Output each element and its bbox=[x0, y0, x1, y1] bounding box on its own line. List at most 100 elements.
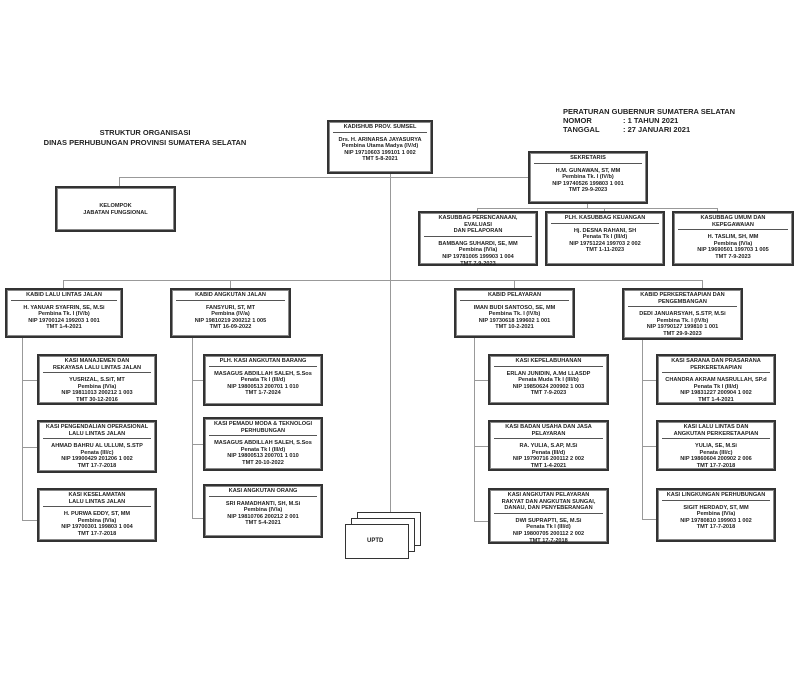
official-rank: Pembina Tk. I (IV/b) bbox=[38, 311, 90, 318]
official-rank: Pembina Utama Madya (IV/d) bbox=[341, 143, 419, 150]
position-title-line: LALU LINTAS JALAN bbox=[68, 498, 126, 505]
position-title-line: SEKRETARIS bbox=[570, 155, 606, 161]
official-rank: Pembina Tk. I (IV/b) bbox=[488, 311, 541, 318]
tanggal-label: TANGGAL bbox=[563, 125, 600, 134]
position-title-line: LALU LINTAS JALAN bbox=[68, 430, 126, 437]
position-title-line: KASI ANGKUTAN ORANG bbox=[228, 488, 298, 494]
official-nip: NIP 19690501 199703 1 005 bbox=[697, 247, 769, 254]
position-title: KADISHUB PROV. SUMSEL bbox=[333, 122, 427, 133]
official-tmt: TMT 29-9-2023 bbox=[663, 330, 702, 337]
position-title: KABID ANGKUTAN JALAN bbox=[176, 290, 285, 301]
official-rank: Pembina Tk. I (IV/b) bbox=[562, 174, 614, 181]
official-rank: Pembina (IV/a) bbox=[77, 517, 117, 524]
official-nip: NIP 19800513 200701 1 010 bbox=[227, 453, 299, 460]
official-tmt: TMT 7-9-2023 bbox=[530, 390, 567, 397]
position-title-line: PERKERETAAPIAN bbox=[690, 364, 742, 371]
official-nip: NIP 19700124 199203 1 001 bbox=[28, 317, 100, 324]
official-rank: Pembina Tk. I (IV/b) bbox=[656, 317, 709, 324]
connector-line bbox=[642, 340, 643, 520]
regulation-info: PERATURAN GUBERNUR SUMATERA SELATAN NOMO… bbox=[563, 107, 735, 134]
connector-line bbox=[192, 518, 203, 519]
connector-line bbox=[477, 208, 718, 209]
official-name: H.M. GUNAWAN, ST, MM bbox=[555, 167, 621, 174]
official-tmt: TMT 5-4-2021 bbox=[245, 520, 281, 527]
official-name: IMAN BUDI SANTOSO, SE, MM bbox=[473, 304, 556, 311]
position-title: KABID LALU LINTAS JALAN bbox=[11, 290, 117, 301]
official-rank: Pembina (IV/a) bbox=[243, 507, 283, 514]
official-name: ERLAN JUNIDIN, A.Md LLASDP bbox=[506, 370, 591, 377]
connector-line bbox=[22, 380, 37, 381]
official-tmt: TMT 17-7-2018 bbox=[696, 524, 736, 531]
official-nip: NIP 19831227 200904 1 002 bbox=[680, 390, 752, 397]
official-rank: Pembina (IV/a) bbox=[458, 247, 498, 254]
position-title-line: KASI PENGENDALIAN OPERASIONAL bbox=[45, 424, 149, 430]
position-title: KASUBBAG UMUM DAN KEPEGAWAIAN bbox=[678, 213, 788, 231]
connector-line bbox=[474, 338, 475, 522]
connector-line bbox=[192, 444, 203, 445]
position-title-line: PENGEMBANGAN bbox=[658, 298, 707, 305]
official-name: YULIA, SE, M.Si bbox=[695, 443, 737, 450]
official-name: CHANDRA AKRAM NASRULLAH, SP.d bbox=[665, 377, 767, 384]
connector-line bbox=[390, 177, 528, 178]
official-name: SIGIT HERDADY, ST, MM bbox=[683, 504, 749, 511]
connector-line bbox=[230, 280, 231, 288]
position-title-line: KASI KEPELABUHANAN bbox=[515, 358, 582, 364]
official-name: H. PURWA EDDY, ST, MM bbox=[63, 511, 131, 518]
position-title: PLH. KASUBBAG KEUANGAN bbox=[551, 213, 659, 224]
official-rank: JABATAN FUNGSIONAL bbox=[83, 209, 148, 216]
position-title-line: PLH. KASI ANGKUTAN BARANG bbox=[219, 358, 307, 364]
official-rank: Penata Tk I (III/d) bbox=[240, 377, 286, 384]
official-tmt: TMT 7-9-2023 bbox=[715, 253, 751, 260]
official-name: SRI RAMADHANTI, SH, M.Si bbox=[225, 500, 301, 507]
official-nip: NIP 19781005 199903 1 004 bbox=[442, 253, 514, 260]
official-rank: Penata (III/d) bbox=[531, 449, 566, 456]
official-nip: NIP 19800513 200701 1 010 bbox=[227, 383, 299, 390]
position-title: PLH. KASI ANGKUTAN BARANG bbox=[209, 356, 317, 367]
official-nip: NIP 19710603 199101 1 002 bbox=[344, 149, 416, 156]
position-title-line: KASUBBAG PERENCANAAN, bbox=[438, 215, 518, 221]
connector-line bbox=[477, 208, 478, 211]
position-title-line: KABID LALU LINTAS JALAN bbox=[26, 292, 102, 298]
connector-line bbox=[642, 519, 656, 520]
nomor-label: NOMOR bbox=[563, 116, 592, 125]
official-rank: Pembina (IV/a) bbox=[713, 240, 753, 247]
official-nip: NIP 19780810 199903 1 002 bbox=[680, 517, 752, 524]
official-tmt: TMT 1-4-2021 bbox=[46, 324, 82, 331]
org-box-kasi-kepelabuhanan: KASI KEPELABUHANAN ERLAN JUNIDIN, A.Md LL… bbox=[488, 354, 609, 405]
official-name: AHMAD BAHRU AL ULLUM, S.STP bbox=[51, 443, 143, 450]
title-line-2: DINAS PERHUBUNGAN PROVINSI SUMATERA SELA… bbox=[43, 138, 247, 147]
official-name: H. YANUAR SYAFRIN, SE, M.Si bbox=[23, 304, 105, 311]
position-title-line: KASI MANAJEMEN DAN bbox=[64, 358, 130, 364]
official-nip: NIP 19740526 199803 1 001 bbox=[552, 180, 624, 187]
position-title-line: REKAYASA LALU LINTAS JALAN bbox=[52, 364, 142, 371]
official-tmt: TMT 5-8-2021 bbox=[362, 156, 398, 163]
official-name: Hj. DESNA RAHANI, SH bbox=[573, 227, 637, 234]
official-nip: NIP 19700301 199803 1 004 bbox=[61, 524, 133, 531]
org-box-kasi-angkutan-orang: KASI ANGKUTAN ORANG SRI RAMADHANTI, SH, M… bbox=[203, 484, 323, 538]
connector-line bbox=[63, 280, 64, 288]
position-title: KASI KEPELABUHANAN bbox=[494, 356, 603, 367]
position-title-line: DAN PELAPORAN bbox=[453, 228, 503, 235]
connector-line bbox=[642, 380, 656, 381]
